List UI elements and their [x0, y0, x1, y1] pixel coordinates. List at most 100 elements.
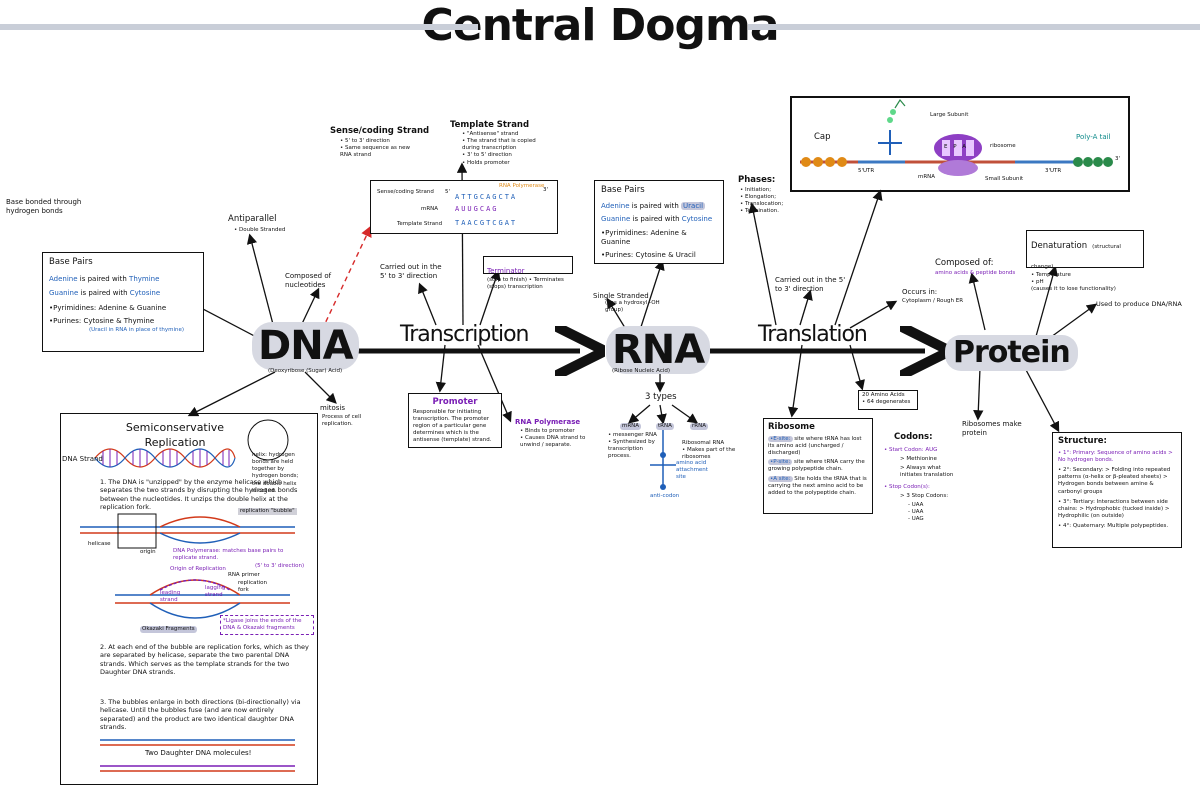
- used-to-produce: Used to produce DNA/RNA: [1096, 300, 1182, 308]
- terminator-box: Terminator (stop to finish) • Terminates…: [483, 256, 573, 290]
- strand-sequence-box: Sense/coding Strand 5' ATTGCAGCTA RNA Po…: [370, 180, 558, 234]
- template-strand-notes: • "Antisense" strand • The strand that i…: [462, 131, 536, 166]
- mrna-type-sub: • messenger RNA • Synthesized by transcr…: [608, 432, 657, 460]
- ribosome-diagram-box: [790, 96, 1130, 192]
- thymine-label: Thymine: [129, 274, 160, 283]
- sense-sequence: ATTGCAGCTA: [455, 193, 518, 201]
- antiparallel-sub: • Double Stranded: [234, 227, 286, 233]
- stop-codon-3: - UAA - UAA - UAG: [908, 502, 924, 523]
- stop-codon: • Stop Codon(s):: [884, 484, 930, 490]
- mrna-diagram-label: mRNA: [918, 174, 936, 180]
- trna-anticodon-note: anti-codon: [650, 493, 680, 499]
- single-stranded-label: Single Stranded: [593, 292, 649, 300]
- small-subunit-label: Small Subunit: [985, 176, 1024, 182]
- codons-title: Codons:: [894, 432, 933, 442]
- adenine-label: Adenine: [49, 274, 78, 283]
- title-rule-left: [0, 24, 478, 30]
- composed-of-nucleotides: Composed of nucleotides: [285, 272, 332, 290]
- trna-attachment-note: amino acid attachment site: [676, 460, 708, 481]
- structure-primary: • 1°: Primary: Sequence of amino acids >…: [1058, 449, 1173, 464]
- phases-list: • Initiation; • Elongation; • Translocat…: [740, 187, 784, 215]
- template-row-label: Template Strand: [397, 221, 443, 227]
- page-title: Central Dogma: [421, 0, 779, 51]
- translation-direction: Carried out in the 5' to 3' direction: [775, 276, 846, 294]
- dna-strand-label: DNA Strand: [62, 455, 103, 463]
- rna-pyrimidines-line: •Pyrimidines: Adenine & Guanine: [601, 228, 687, 247]
- dna-deoxy-note: (Deoxyribose (Sugar) Acid): [268, 368, 343, 374]
- daughter-strand-lines: [100, 739, 295, 772]
- start-codon-3: > Always what initiates translation: [900, 465, 954, 479]
- amino-acids-box: 20 Amino Acids • 64 degenerates: [858, 390, 918, 410]
- step-2: 2. At each end of the bubble are replica…: [100, 643, 309, 677]
- sense-row-label: Sense/coding Strand: [377, 189, 434, 195]
- paired-text: is paired with: [77, 274, 130, 283]
- stop-codon-2: > 3 Stop Codons:: [900, 493, 949, 499]
- amino-acids-title: 20 Amino Acids: [862, 392, 905, 398]
- paired-text: is paired with: [78, 289, 130, 298]
- three-prime: 3': [543, 187, 549, 193]
- structure-box: Structure: • 1°: Primary: Sequence of am…: [1052, 432, 1182, 548]
- amino-acids-sub: • 64 degenerates: [862, 399, 911, 406]
- dna-base-pairs-box: Base Pairs Adenine is paired with Thymin…: [42, 252, 204, 352]
- rrna-type: rRNA: [690, 423, 708, 431]
- a-site-label: •A site:: [768, 475, 793, 482]
- structure-title: Structure:: [1058, 436, 1107, 446]
- replication-box: [60, 413, 318, 785]
- sense-strand-notes: • 5' to 3' direction • Same sequence as …: [340, 138, 410, 159]
- uracil-note: (Uracil in RNA in place of thymine): [89, 326, 184, 333]
- rna-adenine-label: Adenine: [601, 201, 630, 210]
- sense-strand-label: Sense/coding Strand: [330, 126, 430, 136]
- helix-zoom-note: helix: hydrogen bonds are held together …: [252, 452, 299, 494]
- promoter-title: Promoter: [432, 397, 478, 407]
- rna-guanine-label: Guanine: [601, 215, 631, 224]
- start-codon: • Start Codon: AUG: [884, 447, 938, 453]
- purines-line: •Purines: Cytosine & Thymine: [49, 317, 155, 326]
- e-site-text: site where tRNA has lost its amino acid …: [768, 435, 862, 457]
- rna-purines-line: •Purines: Cytosine & Uracil: [601, 250, 696, 259]
- terminator-title: Terminator: [487, 267, 525, 275]
- protein-node: Protein: [945, 335, 1078, 371]
- two-daughter-label: Two Daughter DNA molecules!: [145, 749, 252, 757]
- origin-zoom-box: [117, 513, 157, 549]
- ribosome-diagram-art: [800, 98, 1113, 176]
- rna-paired-text: is paired with: [630, 215, 682, 224]
- mrna-type: mRNA: [620, 423, 642, 431]
- utr5-label: 5'UTR: [858, 168, 875, 174]
- replication-title: Semiconservative Replication: [125, 421, 225, 450]
- occurs-in-sub: Cytoplasm / Rough ER: [902, 298, 964, 304]
- rrna-type-sub: Ribosomal RNA • Makes part of the riboso…: [682, 440, 736, 461]
- epa-sites-label: E P A: [944, 144, 969, 150]
- step-3: 3. The bubbles enlarge in both direction…: [100, 698, 301, 732]
- base-bonded-note: Base bonded through hydrogen bonds: [6, 198, 82, 216]
- origin-label: origin: [140, 549, 156, 555]
- mitosis-sub: Process of cell replication.: [322, 414, 362, 428]
- denaturation-sub: (structural change): [1031, 244, 1121, 270]
- dna-polymerase-sub: (5' to 3' direction): [255, 563, 305, 569]
- single-stranded-sub: (has a hydroxyl -OH group): [605, 300, 660, 314]
- pyrimidines-line: •Pyrimidines: Adenine & Guanine: [49, 303, 167, 312]
- poly-a-label: Poly-A tail: [1076, 133, 1111, 141]
- p-site-text: site where tRNA carry the growing polype…: [768, 459, 865, 473]
- mitosis-label: mitosis: [320, 404, 346, 412]
- dna-helix-icon: [94, 448, 236, 468]
- cytosine-label: Cytosine: [129, 289, 161, 298]
- terminator-sub: (stop to finish) • Terminates (stops) tr…: [487, 277, 564, 291]
- structure-quaternary: • 4°: Quaternary: Multiple polypeptides.: [1058, 523, 1169, 530]
- denaturation-box: Denaturation (structural change) • Tempe…: [1026, 230, 1144, 292]
- leading-strand-label: leading strand: [160, 590, 181, 604]
- lagging-strand-label: lagging strand: [205, 585, 226, 599]
- structure-secondary: • 2°: Secondary: > Folding into repeated…: [1058, 467, 1171, 495]
- p-site-label: •P-site:: [768, 459, 793, 466]
- five-prime: 5': [445, 189, 451, 195]
- poly-a-three-prime: 3': [1115, 156, 1121, 162]
- trna-icon: [650, 430, 676, 490]
- e-site-label: •E-site:: [768, 435, 793, 442]
- ribosome-title: Ribosome: [768, 422, 815, 432]
- ribosome-box: Ribosome •E-site: site where tRNA has lo…: [763, 418, 873, 514]
- ribosome-label: ribosome: [990, 143, 1016, 149]
- rna-polymerase-tag: RNA Polymerase: [499, 183, 545, 189]
- occurs-in-label: Occurs in:: [902, 288, 938, 296]
- uracil-label: Uracil: [681, 201, 706, 210]
- step-1: 1. The DNA is "unzipped" by the enzyme h…: [100, 478, 298, 512]
